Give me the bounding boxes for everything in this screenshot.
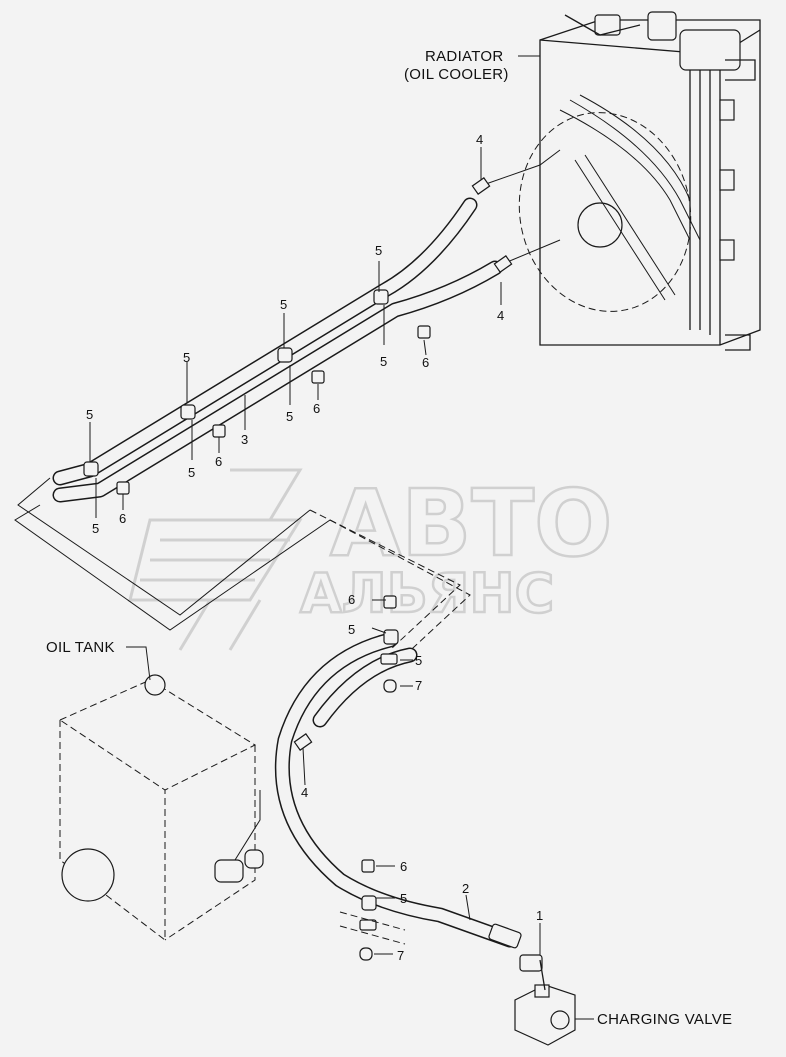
oil-tank: OIL TANK (46, 639, 264, 942)
part-label-6-b: 6 (313, 401, 320, 416)
charging-hose-2 (274, 632, 543, 972)
watermark-logo-icon (128, 468, 303, 651)
cooler-hose-assembly-3 (52, 149, 561, 503)
watermark: АВТО АЛЬЯНС (128, 468, 614, 651)
part-label-6-e: 6 (348, 592, 355, 607)
part-label-5-k: 5 (400, 891, 407, 906)
part-label-5-c: 5 (280, 297, 287, 312)
radiator-oil-cooler: RADIATOR (OIL COOLER) (404, 11, 761, 351)
part-number-labels: 4 4 5 5 6 5 5 6 3 5 5 6 5 5 6 6 5 5 7 4 … (86, 132, 543, 963)
oil-tank-callout: OIL TANK (46, 639, 115, 656)
part-label-5-a: 5 (375, 243, 382, 258)
hose-clamps (293, 177, 513, 751)
charging-valve: CHARGING VALVE (514, 959, 732, 1046)
part-label-5-b: 5 (380, 354, 387, 369)
watermark-line1: АВТО (330, 470, 612, 577)
part-label-5-h: 5 (92, 521, 99, 536)
part-label-4-lower: 4 (301, 785, 308, 800)
part-label-1: 1 (536, 908, 543, 923)
radiator-callout-line2: (OIL COOLER) (404, 66, 509, 83)
radiator-callout-line1: RADIATOR (425, 48, 504, 65)
part-label-7-a: 7 (415, 678, 422, 693)
part-label-5-j: 5 (415, 653, 422, 668)
lower-clips-bolts-nuts (339, 595, 406, 961)
charging-valve-callout: CHARGING VALVE (597, 1011, 732, 1028)
part-label-5-g: 5 (86, 407, 93, 422)
part-label-6-a: 6 (422, 355, 429, 370)
part-label-4-mid: 4 (497, 308, 504, 323)
part-label-5-f: 5 (188, 465, 195, 480)
part-label-2: 2 (462, 881, 469, 896)
part-label-4-upper: 4 (476, 132, 483, 147)
part-label-6-f: 6 (400, 859, 407, 874)
part-label-5-i: 5 (348, 622, 355, 637)
part-label-5-d: 5 (286, 409, 293, 424)
part-label-3: 3 (241, 432, 248, 447)
part-label-7-b: 7 (397, 948, 404, 963)
routing-frame (14, 477, 471, 661)
upper-clips-and-bolts (83, 289, 431, 495)
part-label-6-c: 6 (215, 454, 222, 469)
part-label-5-e: 5 (183, 350, 190, 365)
part-label-6-d: 6 (119, 511, 126, 526)
